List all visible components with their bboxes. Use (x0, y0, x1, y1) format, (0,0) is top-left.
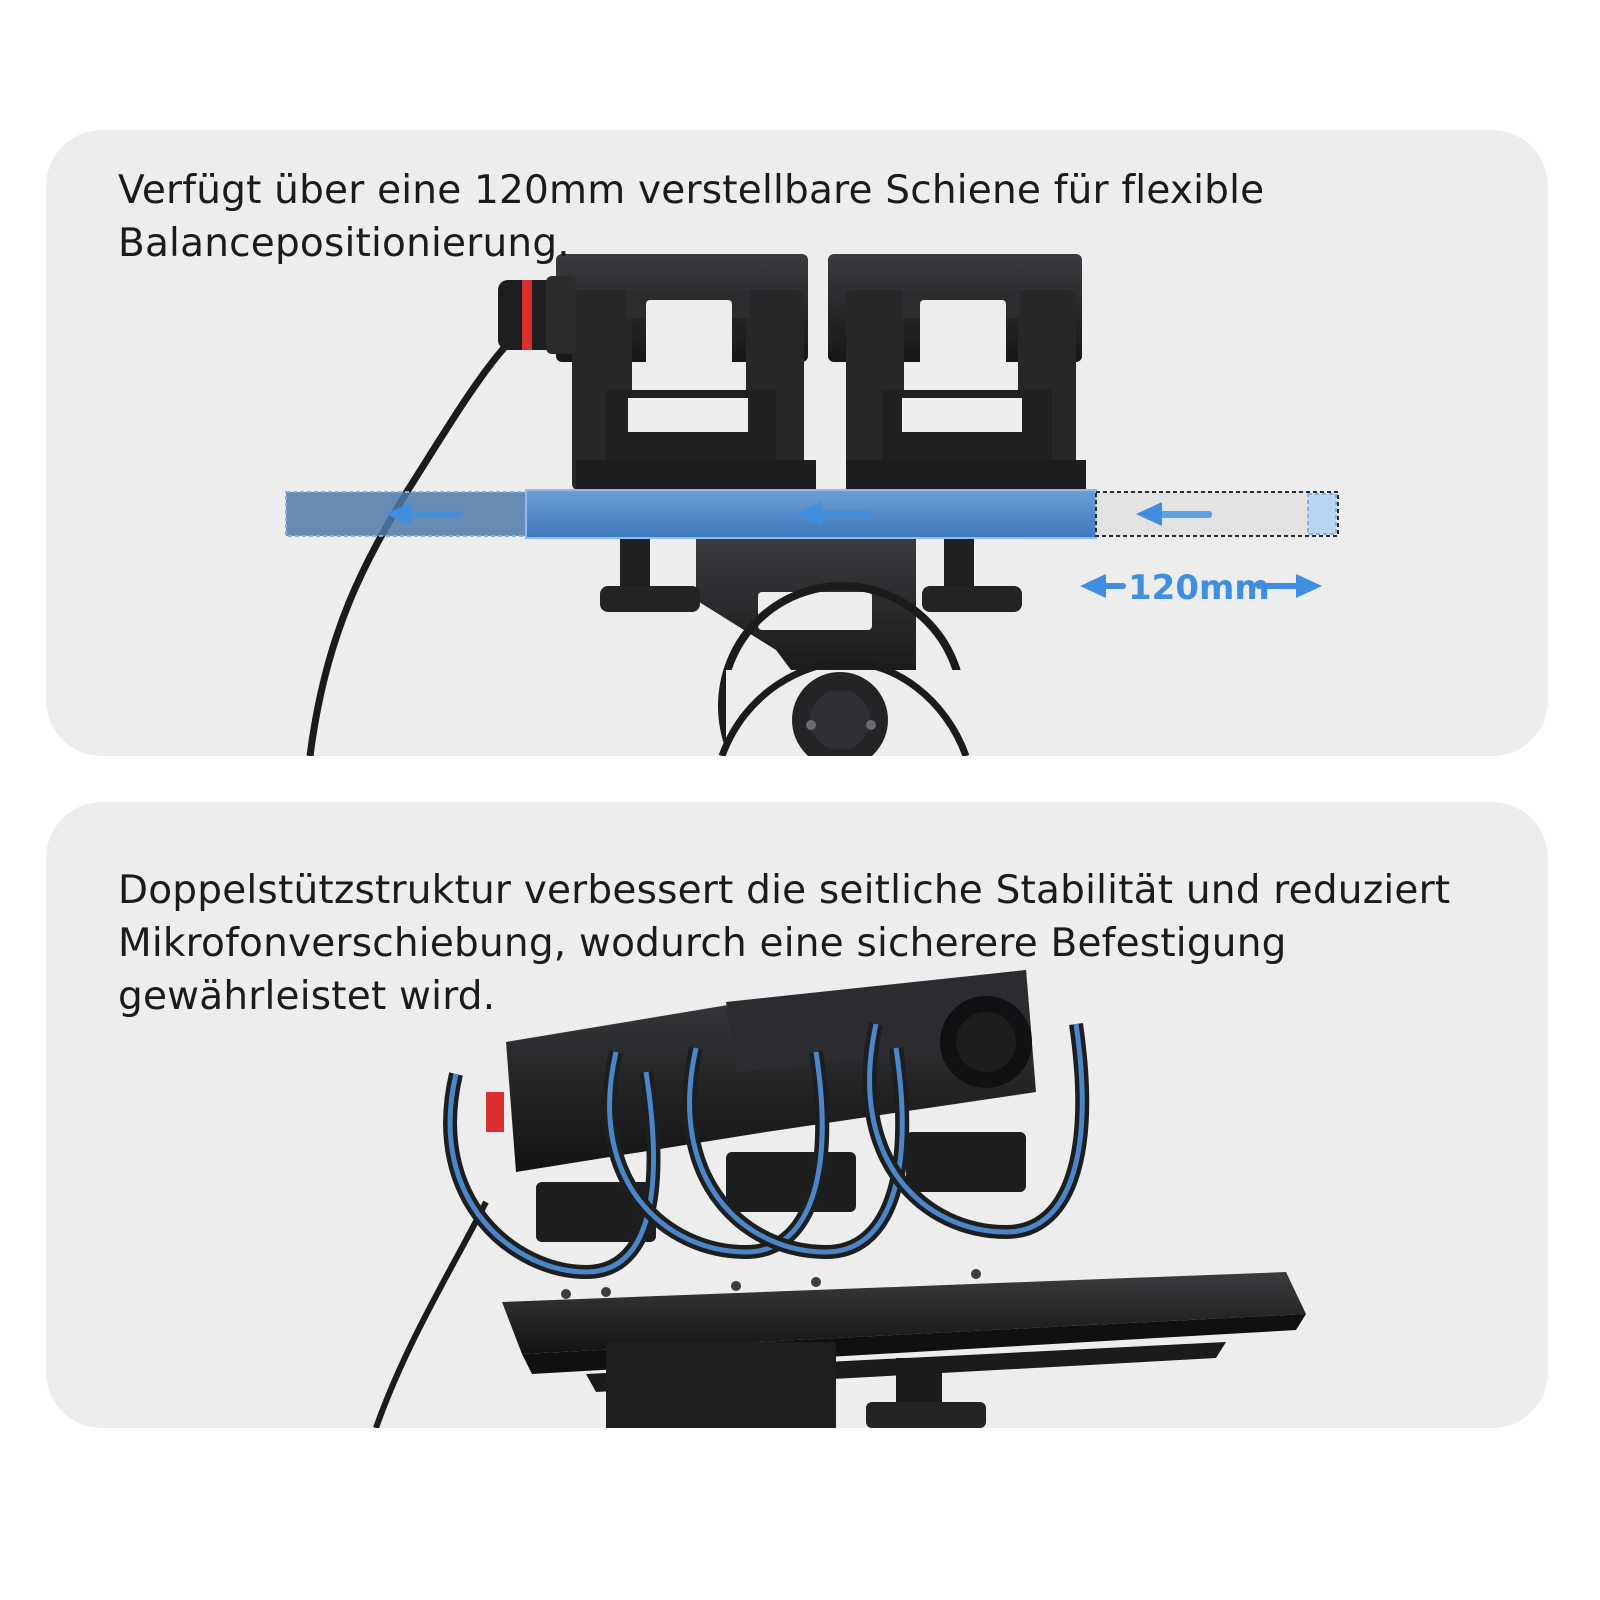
left-locking-knob (600, 538, 700, 612)
audio-cable (373, 1200, 489, 1428)
base-plate (502, 1272, 1306, 1428)
right-mic-clamp (828, 254, 1086, 490)
arrow-left-icon (796, 502, 872, 526)
suspension-bands (443, 1022, 1090, 1280)
double-support-illustration (373, 970, 1306, 1428)
double-arrow-icon (1080, 574, 1322, 598)
clamp-blocks (536, 1132, 1026, 1242)
rail-travel-label: 120mm (1128, 568, 1270, 608)
microphone-connector (498, 276, 576, 354)
arrow-left-icon (386, 502, 462, 526)
center-bracket (696, 538, 970, 756)
double-support-panel: Doppelstützstruktur verbessert die seitl… (46, 802, 1548, 1428)
right-locking-knob (922, 538, 1022, 612)
rail-mount-illustration: 120mm (285, 254, 1339, 756)
rail-adjust-panel: Verfügt über eine 120mm verstellbare Sch… (46, 130, 1548, 756)
rail-screws (561, 1269, 981, 1299)
arrow-left-icon (1136, 502, 1212, 526)
audio-cable (306, 345, 507, 756)
double-support-caption: Doppelstützstruktur verbessert die seitl… (118, 868, 1451, 1019)
microphone-body (486, 970, 1036, 1172)
rail-adjust-caption: Verfügt über eine 120mm verstellbare Sch… (118, 168, 1265, 266)
left-mic-clamp (556, 254, 816, 490)
